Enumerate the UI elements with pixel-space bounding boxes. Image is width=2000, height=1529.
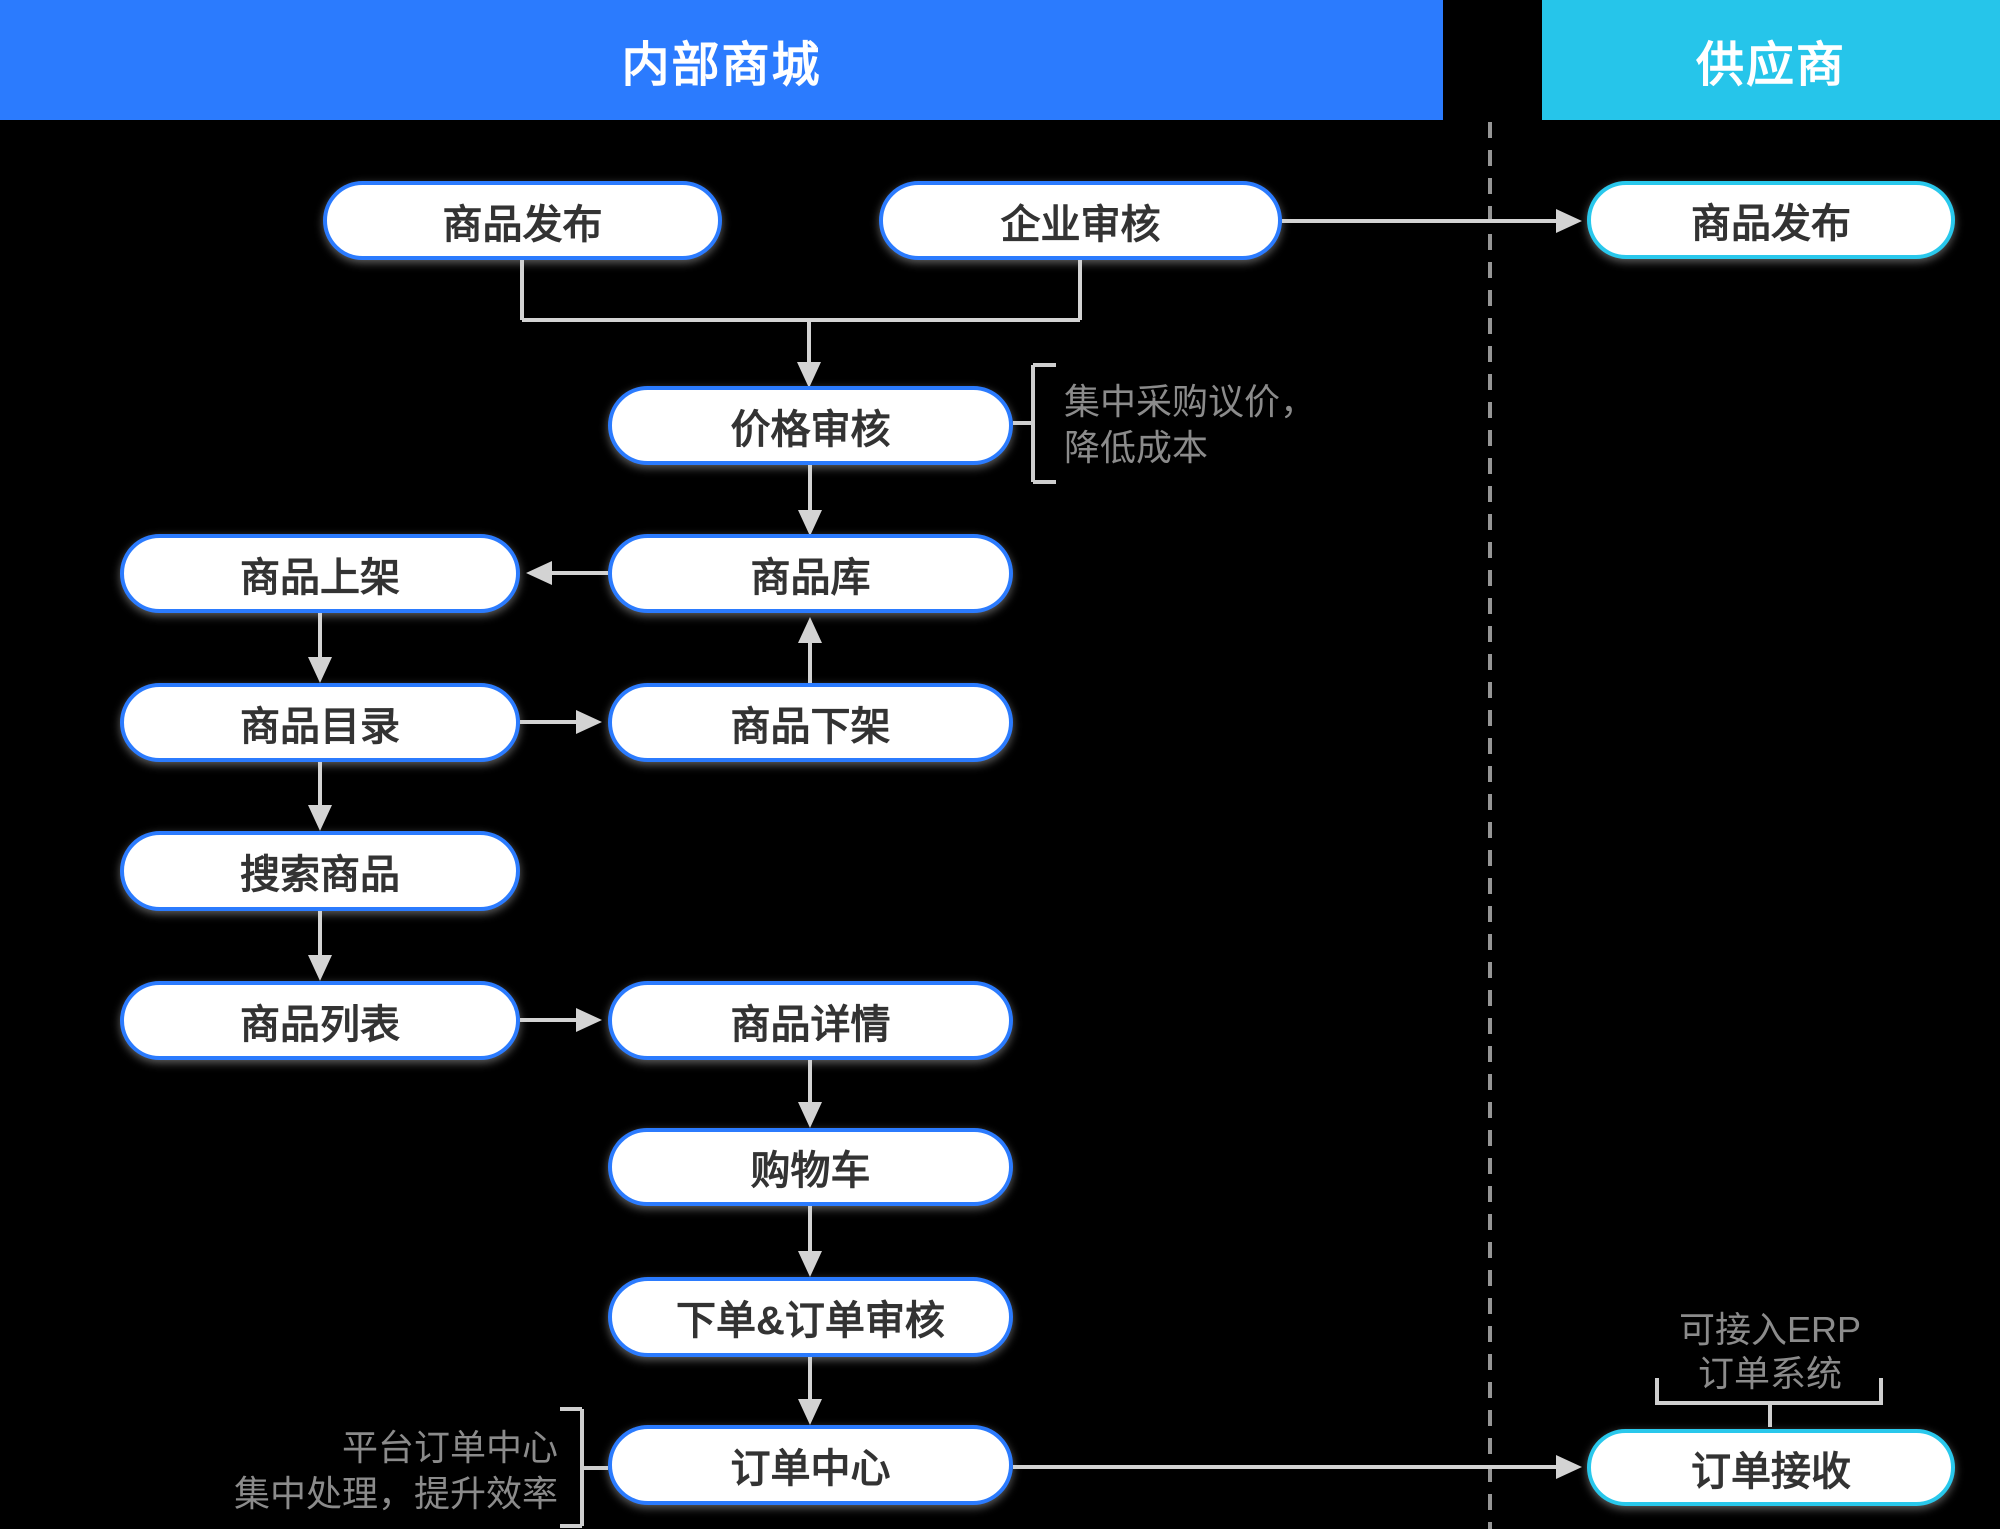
lane-header-supplier-label: 供应商 (1695, 39, 1846, 92)
node-label: 商品下架 (730, 704, 891, 749)
order-center-note: 平台订单中心 集中处理，提升效率 (140, 1425, 558, 1517)
node-label: 订单接收 (1691, 1449, 1851, 1494)
node-label: 订单中心 (730, 1447, 891, 1491)
note-line: 集中处理，提升效率 (233, 1473, 558, 1514)
node-label: 搜索商品 (240, 853, 400, 897)
node-search-products: 搜索商品 (120, 831, 520, 911)
node-label: 商品发布 (1691, 202, 1851, 246)
arrowhead-into-catalog (308, 657, 332, 683)
arrowhead-into-library (798, 510, 822, 536)
node-product-list: 商品列表 (120, 981, 520, 1060)
price-review-note: 集中采购议价， 降低成本 (1064, 379, 1316, 471)
node-product-catalog: 商品目录 (120, 683, 520, 762)
arrowhead-into-order-review (798, 1251, 822, 1277)
note-line: 可接入ERP (1678, 1309, 1862, 1350)
node-label: 商品上架 (240, 555, 400, 600)
node-label: 商品发布 (442, 202, 603, 247)
price-note-bracket (1013, 363, 1056, 484)
note-line: 降低成本 (1064, 427, 1209, 468)
node-shopping-cart: 购物车 (608, 1128, 1013, 1206)
arrowhead-into-price-review (797, 362, 821, 388)
arrowhead-into-search (308, 805, 332, 831)
arrowhead-into-detail (576, 1008, 602, 1032)
node-label: 价格审核 (730, 407, 891, 452)
lane-header-supplier: 供应商 (1542, 0, 2000, 120)
merge-connector (520, 260, 1082, 364)
node-product-publish-supplier: 商品发布 (1587, 181, 1955, 259)
node-order-receive: 订单接收 (1587, 1429, 1955, 1506)
note-line: 平台订单中心 (341, 1427, 558, 1468)
erp-note: 可接入ERP 订单系统 (1570, 1308, 1970, 1396)
lane-header-internal-label: 内部商城 (621, 39, 822, 92)
node-product-on-shelf: 商品上架 (120, 534, 520, 613)
arrowhead-into-cart (798, 1102, 822, 1128)
note-line: 集中采购议价， (1064, 381, 1317, 422)
node-label: 商品详情 (730, 1002, 891, 1047)
arrowhead-into-on-shelf (526, 561, 552, 585)
arrowhead-into-list (308, 955, 332, 981)
arrowhead-into-order-receive (1556, 1455, 1582, 1479)
node-label: 商品库 (750, 555, 871, 600)
node-product-detail: 商品详情 (608, 981, 1013, 1060)
node-order-center: 订单中心 (608, 1425, 1013, 1505)
node-product-library: 商品库 (608, 534, 1013, 613)
node-label: 下单&订单审核 (676, 1299, 945, 1343)
arrowhead-into-off-shelf (576, 710, 602, 734)
node-label: 商品目录 (240, 704, 400, 749)
arrowhead-into-supplier-publish (1556, 209, 1582, 233)
note-line: 订单系统 (1697, 1353, 1842, 1394)
order-note-bracket (560, 1407, 608, 1528)
node-product-off-shelf: 商品下架 (608, 683, 1013, 762)
lane-header-internal-mall: 内部商城 (0, 0, 1443, 120)
arrowhead-into-order-center (798, 1399, 822, 1425)
node-price-review: 价格审核 (608, 386, 1013, 465)
node-product-publish-internal: 商品发布 (323, 181, 722, 260)
node-label: 购物车 (750, 1149, 871, 1193)
node-enterprise-review: 企业审核 (879, 181, 1282, 260)
arrowhead-up-into-library (798, 617, 822, 643)
node-label: 企业审核 (1000, 202, 1161, 247)
node-label: 商品列表 (240, 1002, 400, 1047)
node-order-placement-review: 下单&订单审核 (608, 1277, 1013, 1357)
